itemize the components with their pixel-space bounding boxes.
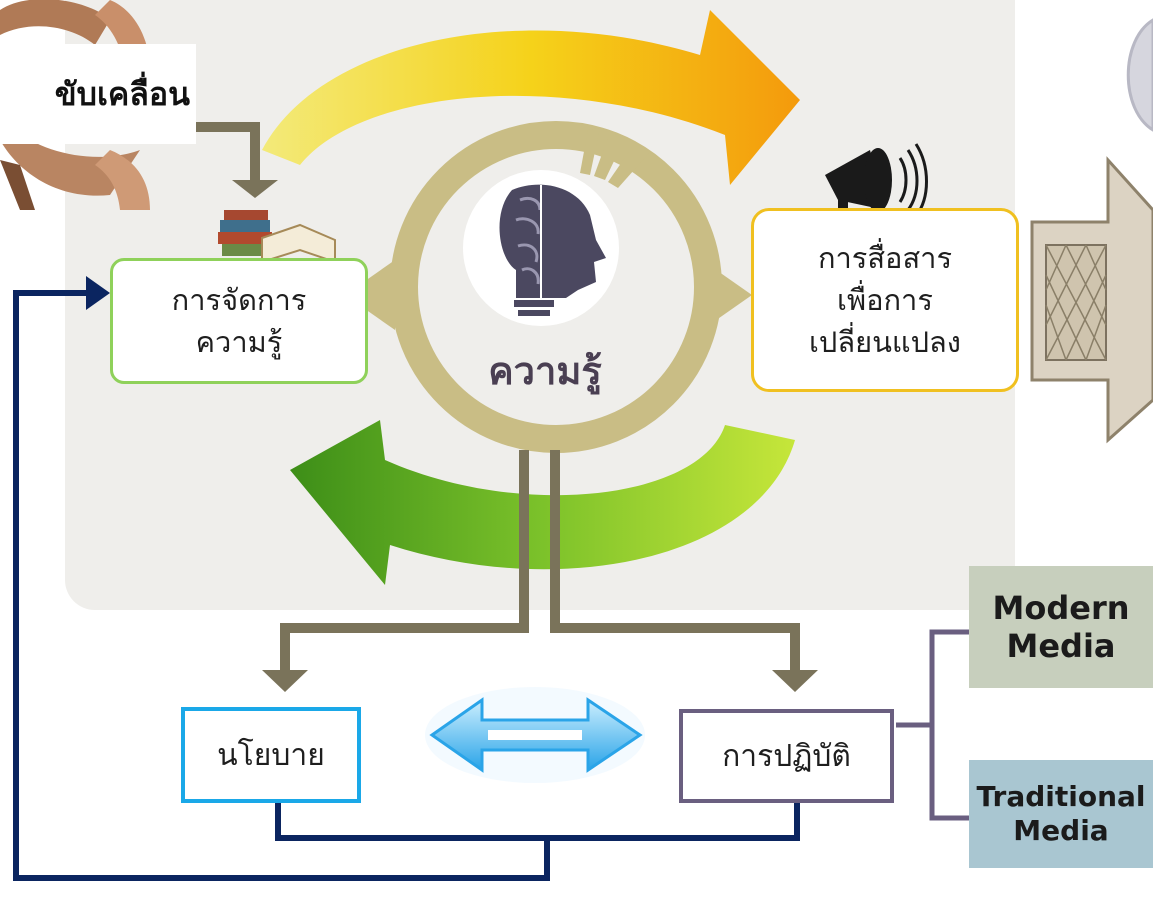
yellow-curve-arrow xyxy=(262,10,800,185)
modern-media-line-1: Modern xyxy=(992,588,1130,627)
grey-circle-decoration xyxy=(1126,18,1153,132)
title-text: ขับเคลื่อน xyxy=(54,74,190,113)
policy-label: นโยบาย xyxy=(217,737,325,773)
title-connector xyxy=(178,122,278,198)
comm-line-1: การสื่อสาร xyxy=(817,240,953,275)
knowledge-management-box: การจัดการ ความรู้ xyxy=(110,258,368,384)
km-line-2: ความรู้ xyxy=(195,325,283,359)
communication-box: การสื่อสาร เพื่อการ เปลี่ยนแปลง xyxy=(751,208,1019,392)
modern-media-box: Modern Media xyxy=(969,566,1153,688)
ring-down-connectors xyxy=(262,450,818,692)
media-connector xyxy=(896,629,969,821)
km-line-1: การจัดการ xyxy=(171,282,307,317)
modern-media-line-2: Media xyxy=(1006,627,1116,665)
green-curve-arrow xyxy=(290,420,795,585)
practice-box: การปฏิบัติ xyxy=(679,709,894,803)
brain-head-icon xyxy=(463,170,619,326)
books-icon xyxy=(218,210,336,264)
title-label: ขับเคลื่อน xyxy=(0,44,196,144)
traditional-media-box: Traditional Media xyxy=(969,760,1153,868)
traditional-media-line-2: Media xyxy=(1013,814,1109,847)
practice-label: การปฏิบัติ xyxy=(722,738,851,774)
comm-line-3: เปลี่ยนแปลง xyxy=(809,325,961,360)
big-right-arrow-icon xyxy=(1030,156,1153,444)
comm-line-2: เพื่อการ xyxy=(837,282,933,317)
center-knowledge-label: ความรู้ xyxy=(488,349,602,393)
policy-box: นโยบาย xyxy=(181,707,361,803)
feedback-loop xyxy=(13,276,800,881)
double-arrow-icon xyxy=(425,687,645,783)
traditional-media-line-1: Traditional xyxy=(976,780,1146,814)
